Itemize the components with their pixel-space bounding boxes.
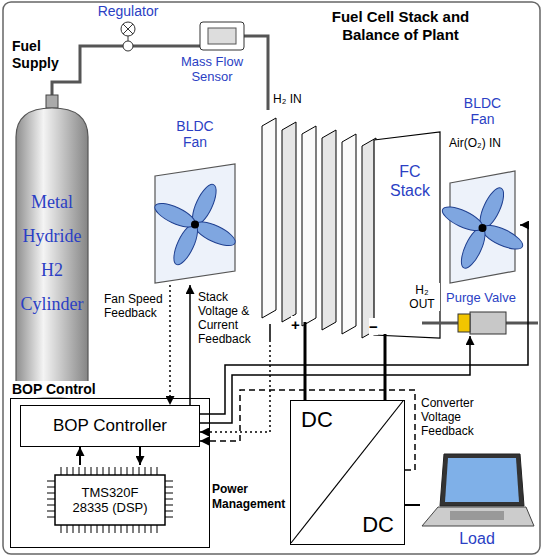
mass-flow-sensor: Mass Flow Sensor — [200, 22, 244, 50]
port-label: Air(O₂) IN — [449, 136, 503, 150]
terminal-sign: − — [369, 318, 378, 335]
label-slot: Converter Voltage Feedback — [421, 396, 493, 438]
dc-dc-converter: DC DC — [290, 400, 405, 545]
node-text: BLDC Fan — [461, 95, 505, 127]
signal-label: Fan Speed Feedback — [104, 292, 166, 320]
label-slot: H₂ OUT — [404, 283, 440, 311]
port-label: H₂ IN — [273, 92, 302, 106]
purge-valve: Purge Valve — [458, 310, 506, 336]
bus-arrow — [139, 447, 141, 465]
feedback-line — [200, 340, 270, 432]
load-laptop: Load — [420, 452, 534, 550]
node-text: BLDC Fan — [173, 118, 217, 150]
controller-box: BOP Controller — [20, 405, 200, 447]
power-line — [304, 340, 307, 400]
label-slot: Fan Speed Feedback — [104, 292, 166, 320]
label-slot: Air(O₂) IN — [449, 136, 503, 150]
node-text: Metal Hydride H2 Cylinder — [16, 185, 88, 321]
section-label: Power Management — [212, 482, 289, 512]
node-text: Load — [459, 530, 495, 548]
power-line — [405, 504, 420, 506]
regulator: Regulator — [95, 3, 161, 59]
terminal-sign: + — [291, 316, 300, 333]
label-slot: Power Management — [212, 482, 289, 512]
control-line — [189, 285, 191, 405]
mass-flow-sensor-drawing — [200, 22, 244, 50]
node-text: BOP Control — [12, 381, 96, 397]
supply-label: Fuel Supply — [12, 38, 74, 72]
bldc-fan: BLDC Fan — [150, 118, 240, 285]
outer-frame — [3, 2, 540, 554]
hydrogen-pipe — [244, 36, 268, 110]
purge-outlet-pipe — [506, 322, 538, 325]
node-text: DC — [362, 512, 394, 538]
diagram-title: Fuel Cell Stack and Balance of Plant — [318, 8, 483, 44]
bop-control-panel: BOP ControlBOP ControllerTMS320F 28335 (… — [10, 398, 210, 548]
port-label: H₂ OUT — [404, 283, 440, 311]
label-slot: + — [291, 316, 300, 333]
bus-arrow — [79, 447, 81, 465]
node-text: Regulator — [95, 3, 161, 19]
hydrogen-cylinder: Metal Hydride H2 Cylinder — [10, 95, 94, 398]
node-text: FC Stack — [382, 162, 438, 200]
power-line — [384, 340, 387, 400]
hydrogen-pipe — [161, 45, 200, 48]
node-text: TMS320F 28335 (DSP) — [72, 485, 148, 515]
purge-valve-drawing — [458, 310, 506, 336]
node-text: Purge Valve — [446, 290, 516, 305]
node-text: Mass Flow Sensor — [174, 54, 250, 84]
hydrogen-pipe — [445, 322, 458, 325]
label-slot: − — [369, 318, 378, 335]
label-slot: Stack Voltage & Current Feedback — [198, 290, 258, 346]
dsp-chip: TMS320F 28335 (DSP) — [45, 465, 175, 535]
signal-label: Stack Voltage & Current Feedback — [198, 290, 258, 346]
label-slot: Fuel Supply — [12, 38, 74, 72]
bldc-fan: BLDC Fan — [445, 95, 520, 285]
node-text: DC — [301, 407, 333, 433]
signal-label: Converter Voltage Feedback — [421, 396, 493, 438]
label-slot: H₂ IN — [273, 92, 302, 106]
hydrogen-cylinder-drawing — [10, 95, 94, 398]
feedback-line — [169, 285, 171, 405]
node-text: BOP Controller — [53, 416, 167, 436]
title-slot: Fuel Cell Stack and Balance of Plant — [318, 8, 483, 44]
